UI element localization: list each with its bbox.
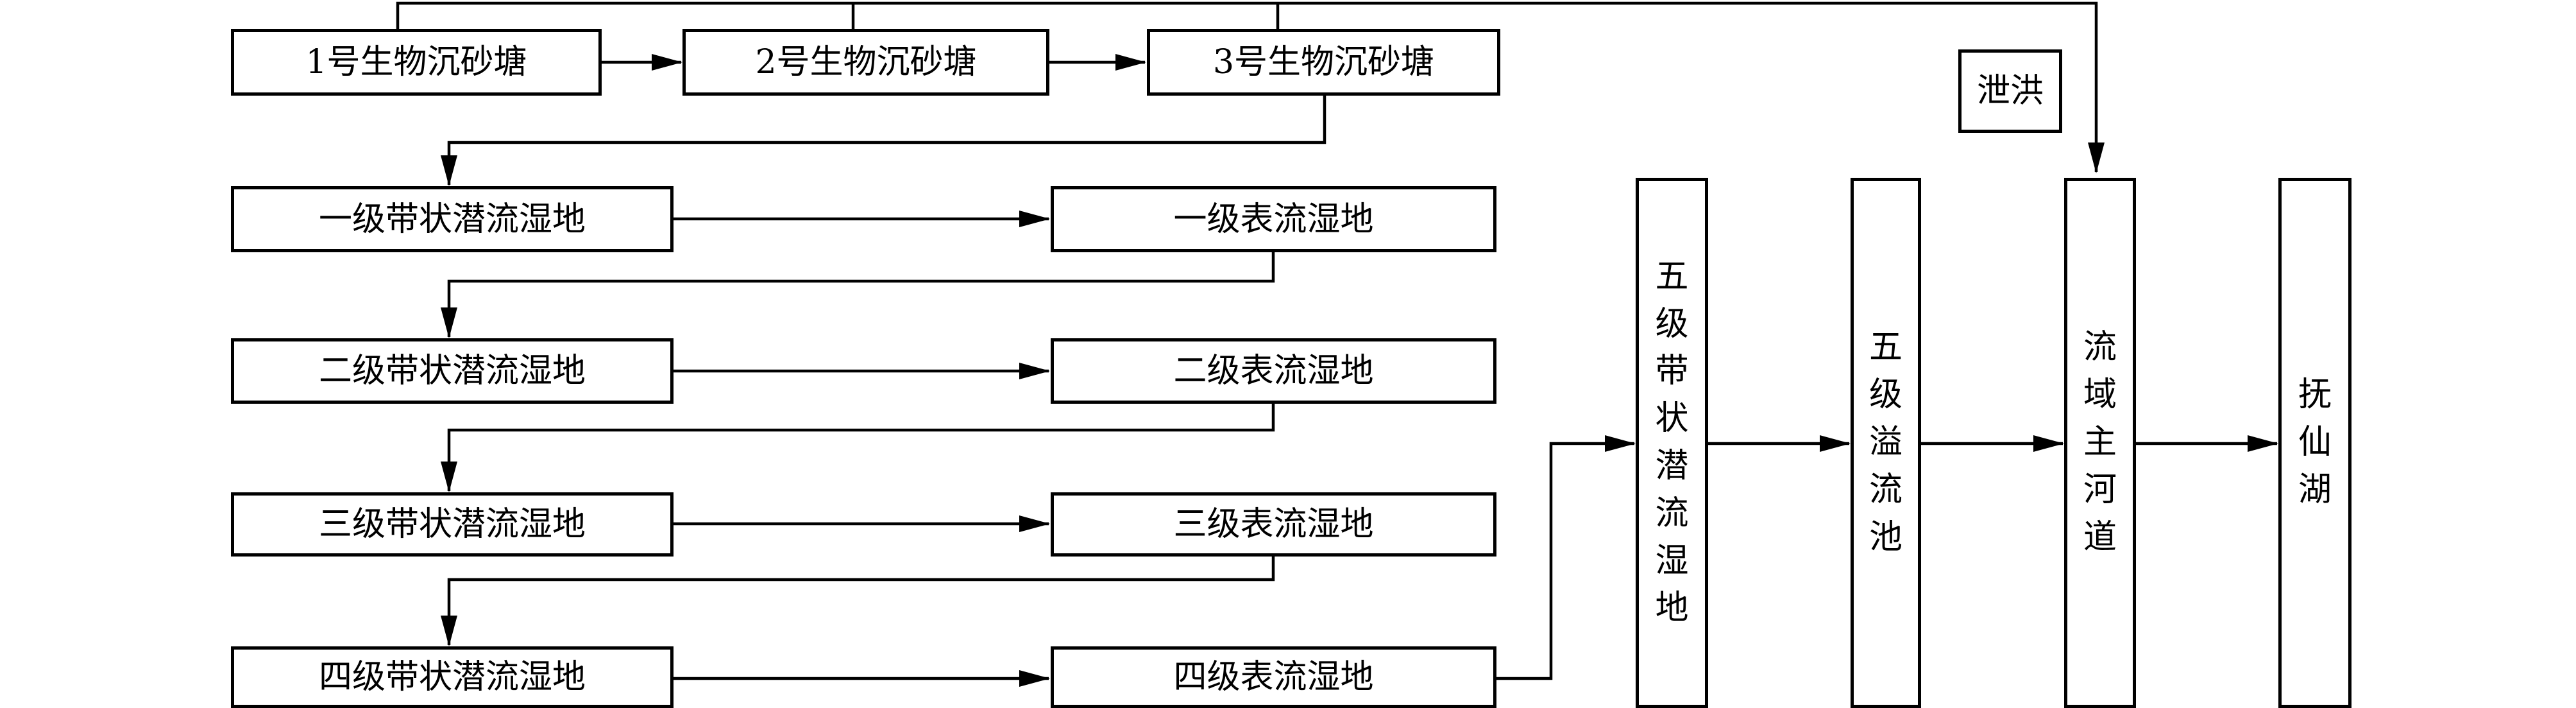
main-river-channel-label: 流域主河道 (2083, 328, 2117, 557)
stage5-overflow-pond-label: 五级溢流池 (1868, 328, 1902, 557)
arrow-surf1-sub2 (441, 252, 1275, 338)
sand-pond-2: 2号生物沉砂塘 (682, 29, 1049, 96)
arrow-surf2-sub3 (441, 404, 1275, 492)
surface-wetland-3: 三级表流湿地 (1051, 492, 1496, 557)
fuxian-lake: 抚仙湖 (2278, 178, 2351, 708)
stage5-subsurface-wetland: 五级带状潜流湿地 (1636, 178, 1708, 708)
arrow-surf4-stage5 (1496, 435, 1636, 680)
fuxian-lake-label: 抚仙湖 (2298, 376, 2332, 509)
subsurface-wetland-2: 二级带状潜流湿地 (231, 338, 674, 404)
sand-pond-1: 1号生物沉砂塘 (231, 29, 602, 96)
flood-discharge-box: 泄洪 (1958, 49, 2062, 133)
subsurface-wetland-1: 一级带状潜流湿地 (231, 186, 674, 252)
sand-pond-3: 3号生物沉砂塘 (1147, 29, 1500, 96)
subsurface-wetland-3: 三级带状潜流湿地 (231, 492, 674, 557)
subsurface-wetland-4: 四级带状潜流湿地 (231, 646, 674, 708)
main-river-channel: 流域主河道 (2064, 178, 2136, 708)
arrow-surf3-sub4 (441, 557, 1275, 646)
stage5-overflow-pond: 五级溢流池 (1851, 178, 1921, 708)
surface-wetland-1: 一级表流湿地 (1051, 186, 1496, 252)
surface-wetland-2: 二级表流湿地 (1051, 338, 1496, 404)
stage5-subsurface-wetland-label: 五级带状潜流湿地 (1655, 257, 1689, 628)
bypass-line (396, 1, 2105, 173)
arrow-pond3-sub1 (441, 96, 1326, 186)
surface-wetland-4: 四级表流湿地 (1051, 646, 1496, 708)
